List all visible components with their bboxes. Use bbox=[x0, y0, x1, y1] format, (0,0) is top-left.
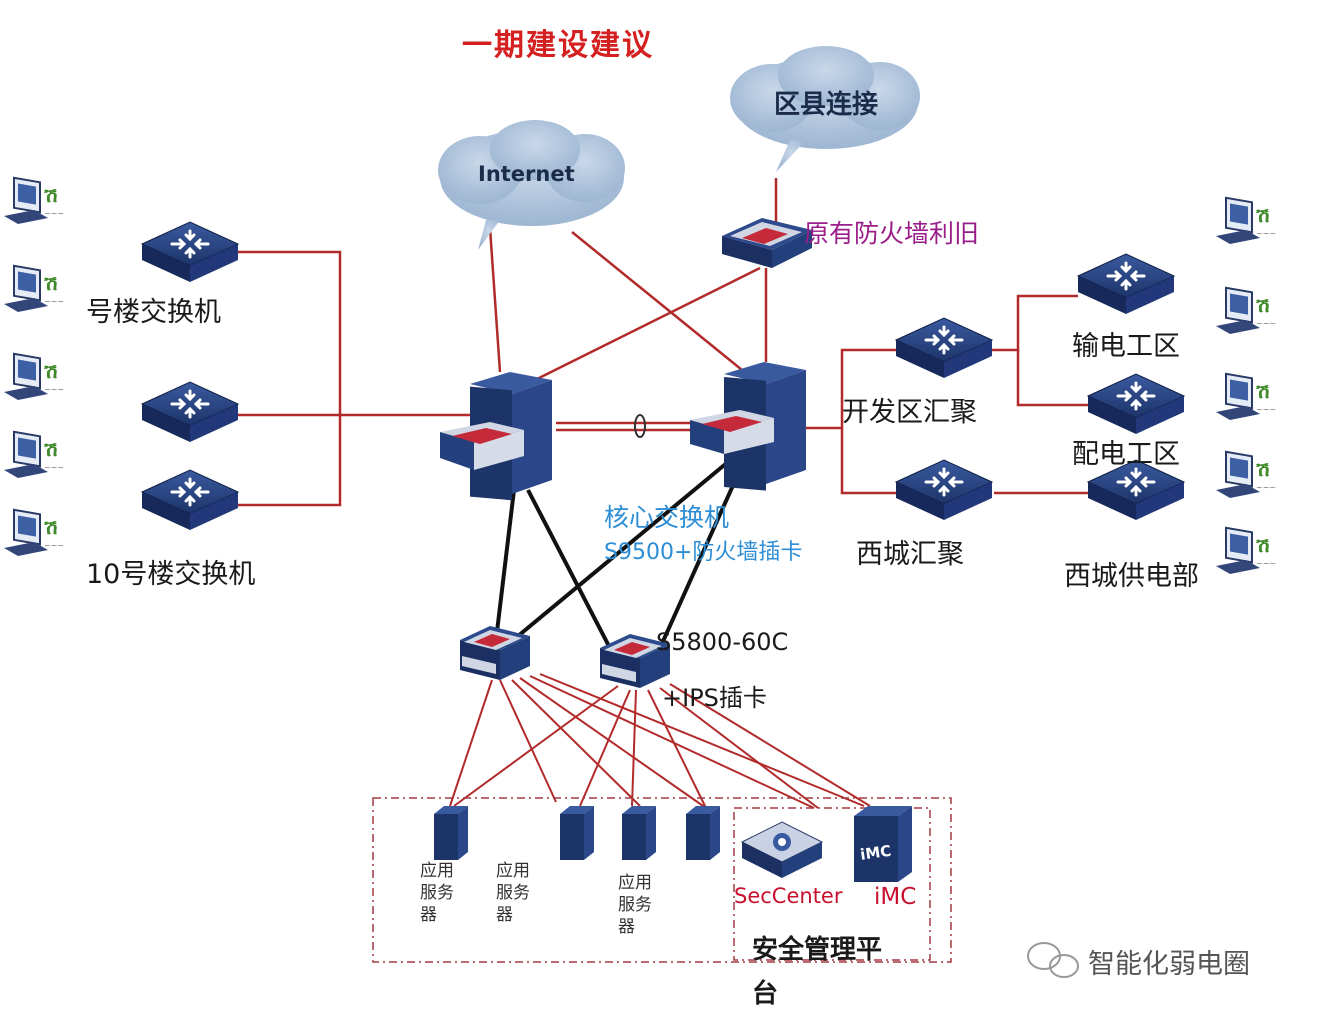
seccenter-label: SecCenter bbox=[734, 884, 843, 908]
app-server-2 bbox=[560, 806, 594, 860]
app-server-1-label: 应用服务器 bbox=[420, 861, 454, 925]
pc-left-4 bbox=[3, 430, 66, 479]
building-switch-top-label: 号楼交换机 bbox=[86, 297, 221, 328]
pc-right-4 bbox=[1215, 450, 1278, 499]
imc-box-label: iMC bbox=[859, 842, 892, 864]
core-wan-links bbox=[488, 178, 1088, 495]
pc-right-1 bbox=[1215, 196, 1278, 245]
server-zone-box bbox=[372, 797, 952, 963]
core-switch-label: 核心交换机 bbox=[604, 503, 730, 532]
firewall-device bbox=[722, 218, 812, 268]
distribution-label: 配电工区 bbox=[1072, 439, 1180, 470]
core-switch-left bbox=[440, 372, 552, 501]
app-server-3-label: 应用服务器 bbox=[618, 873, 652, 937]
app-server-2-label: 应用服务器 bbox=[496, 861, 530, 925]
xicheng-supply-label: 西城供电部 bbox=[1064, 561, 1199, 592]
switch-dev-zone bbox=[894, 316, 994, 380]
core-switch-model-label: S9500+防火墙插卡 bbox=[604, 540, 803, 565]
app-server-3 bbox=[622, 806, 656, 860]
district-cloud-label: 区县连接 bbox=[774, 90, 879, 120]
app-server-4 bbox=[686, 806, 720, 860]
access-server-links bbox=[449, 673, 871, 809]
switch-building-top bbox=[140, 220, 240, 284]
switch-building-mid bbox=[140, 380, 240, 444]
xicheng-agg-label: 西城汇聚 bbox=[856, 539, 964, 570]
core-switch-right bbox=[690, 362, 806, 491]
pc-left-3 bbox=[3, 352, 66, 401]
firewall-label: 原有防火墙利旧 bbox=[804, 219, 980, 248]
imc-device: iMC bbox=[854, 806, 912, 882]
switch-xicheng bbox=[894, 458, 994, 522]
transmission-label: 输电工区 bbox=[1072, 331, 1180, 362]
access-switch-model-label: S5800-60C bbox=[656, 628, 789, 656]
imc-label: iMC bbox=[874, 884, 917, 910]
internet-cloud bbox=[438, 120, 625, 250]
wechat-icon bbox=[1027, 942, 1079, 978]
switch-transmission bbox=[1076, 252, 1176, 316]
pc-right-3 bbox=[1215, 372, 1278, 421]
access-switch-right bbox=[600, 634, 670, 688]
pc-right-2 bbox=[1215, 286, 1278, 335]
access-switch-ips-label: +IPS插卡 bbox=[662, 684, 767, 712]
pc-left-2 bbox=[3, 264, 66, 313]
security-platform-box bbox=[733, 807, 931, 961]
diagram-title: 一期建设建议 bbox=[462, 28, 654, 63]
pc-right-5 bbox=[1215, 526, 1278, 575]
pc-left-5 bbox=[3, 508, 66, 557]
app-server-1 bbox=[434, 806, 468, 860]
left-switch-links bbox=[238, 250, 470, 507]
dev-zone-label: 开发区汇聚 bbox=[842, 397, 977, 428]
internet-cloud-label: Internet bbox=[478, 162, 575, 186]
seccenter-device bbox=[740, 821, 824, 878]
security-platform-label: 安全管理平台 bbox=[752, 935, 883, 1009]
core-access-links bbox=[494, 450, 750, 653]
pc-left-1 bbox=[3, 176, 66, 225]
access-switch-left bbox=[460, 626, 530, 680]
switch-building-10 bbox=[140, 468, 240, 532]
building-switch-10-label: 10号楼交换机 bbox=[86, 559, 256, 590]
district-cloud bbox=[730, 46, 920, 172]
switch-distribution bbox=[1086, 372, 1186, 436]
watermark-text: 智能化弱电圈 bbox=[1088, 949, 1250, 980]
